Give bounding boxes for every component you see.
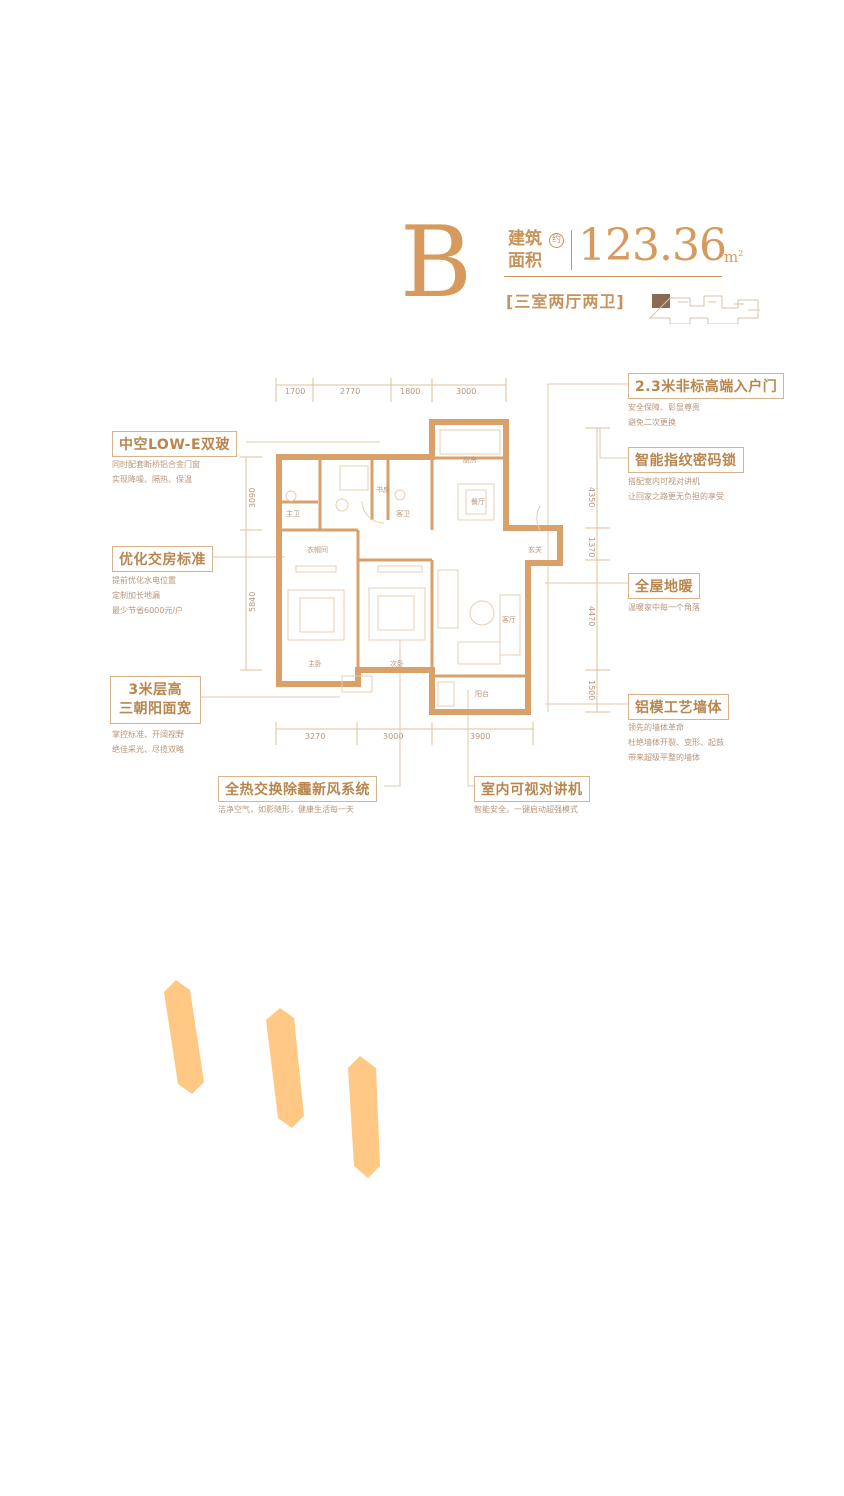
callout-leader-lines xyxy=(200,383,628,787)
area-unit-sup: 2 xyxy=(738,249,744,258)
dim-right-1: 4350 xyxy=(587,487,596,507)
room-dining: 餐厅 xyxy=(471,497,485,506)
furniture xyxy=(285,429,541,707)
room-guest-bath: 客卫 xyxy=(396,509,410,518)
desc-line: 搭配室内可视对讲机 xyxy=(628,477,700,486)
callout-entry-door: 2.3米非标高端入户门 xyxy=(628,373,785,399)
area-value: 123.36 xyxy=(578,220,727,271)
callout-ceiling-height-desc: 掌控标准、开阔视野 绝佳采光、尽揽双略 xyxy=(112,727,184,757)
dim-right-3: 4470 xyxy=(587,606,596,626)
callout-fresh-air-system-desc: 洁净空气，如影随形，健康生活每一天 xyxy=(218,802,354,817)
callout-floor-heating: 全屋地暖 xyxy=(628,573,700,599)
callout-low-e-glass: 中空LOW-E双玻 xyxy=(112,431,238,457)
area-label: 建筑 面积 xyxy=(508,228,542,272)
desc-line: 最少节省6000元/户 xyxy=(112,606,184,615)
room-closet: 衣帽间 xyxy=(307,545,328,554)
callout-optimize-standard: 优化交房标准 xyxy=(112,546,213,572)
dimension-lines xyxy=(240,378,610,745)
dimension-labels: 1700 2770 1800 3000 3270 3000 3900 3090 … xyxy=(248,387,596,741)
desc-line: 实现降噪、隔热、保温 xyxy=(112,475,192,484)
callout-video-intercom-desc: 智能安全，一键启动超强模式 xyxy=(474,802,578,817)
desc-line: 智能安全，一键启动超强模式 xyxy=(474,805,578,814)
dim-top-2: 2770 xyxy=(340,387,360,396)
room-kitchen: 厨房 xyxy=(463,455,477,464)
desc-line: 领先的墙体革命 xyxy=(628,723,684,732)
area-approx-badge: 约 xyxy=(549,233,564,248)
layout-type: [三室两厅两卫] xyxy=(506,292,625,311)
callout-low-e-glass-desc: 同时配套断桥铝合金门窗 实现降噪、隔热、保温 xyxy=(112,457,200,487)
desc-line: 安全保障、彰显尊贵 xyxy=(628,403,700,412)
room-labels: 主卫 书房 客卫 厨房 餐厅 衣帽间 玄关 主卧 次卧 客厅 阳台 xyxy=(286,455,542,698)
decor-petal-2 xyxy=(266,1008,304,1128)
dim-top-1: 1700 xyxy=(285,387,305,396)
desc-line: 绝佳采光、尽揽双略 xyxy=(112,745,184,754)
dim-top-3: 1800 xyxy=(400,387,420,396)
callout-optimize-standard-desc: 提前优化水电位置 定制加长地漏 最少节省6000元/户 xyxy=(112,573,183,618)
dim-right-4: 1500 xyxy=(587,680,596,700)
dim-bottom-3: 3900 xyxy=(470,732,490,741)
callout-floor-heating-desc: 温暖家中每一个角落 xyxy=(628,600,700,615)
area-unit: m2 xyxy=(724,248,743,266)
dim-left-2: 5840 xyxy=(248,592,257,612)
callout-entry-door-desc: 安全保障、彰显尊贵 避免二次更换 xyxy=(628,400,700,430)
decor-petal-3 xyxy=(348,1056,380,1178)
desc-line: 杜绝墙体开裂、变形、起鼓 xyxy=(628,738,724,747)
room-master-bedroom: 主卧 xyxy=(308,659,322,668)
callout-aluminum-wall-desc: 领先的墙体革命 杜绝墙体开裂、变形、起鼓 带来超级平整的墙体 xyxy=(628,720,724,765)
callout-aluminum-wall: 铝模工艺墙体 xyxy=(628,694,729,720)
decor-petal-1 xyxy=(164,980,204,1094)
desc-line: 让回家之路更无负担的享受 xyxy=(628,492,724,501)
key-plan-thumbnail xyxy=(648,294,760,324)
plan-letter: B xyxy=(400,206,473,320)
dim-left-1: 3090 xyxy=(248,488,257,508)
room-study: 书房 xyxy=(376,485,390,494)
key-plan-outline xyxy=(648,295,760,324)
callout-fingerprint-lock: 智能指纹密码锁 xyxy=(628,447,744,473)
desc-line: 提前优化水电位置 xyxy=(112,576,176,585)
room-master-bath: 主卫 xyxy=(286,509,300,518)
desc-line: 同时配套断桥铝合金门窗 xyxy=(112,460,200,469)
callout-fingerprint-lock-desc: 搭配室内可视对讲机 让回家之路更无负担的享受 xyxy=(628,474,724,504)
desc-line: 定制加长地漏 xyxy=(112,591,160,600)
room-balcony: 阳台 xyxy=(475,689,489,698)
key-plan-highlight xyxy=(652,294,670,308)
desc-line: 掌控标准、开阔视野 xyxy=(112,730,184,739)
desc-line: 避免二次更换 xyxy=(628,418,676,427)
title-rule xyxy=(504,276,722,277)
floor-plan: 1700 2770 1800 3000 3270 3000 3900 3090 … xyxy=(200,378,628,787)
area-unit-base: m xyxy=(724,248,739,266)
area-label-line2: 面积 xyxy=(508,251,542,271)
callout-ceiling-height-line2: 三朝阳面宽 xyxy=(119,701,192,717)
callout-video-intercom: 室内可视对讲机 xyxy=(474,776,590,802)
area-divider xyxy=(571,230,572,270)
room-living-room: 客厅 xyxy=(502,615,516,624)
callout-fresh-air-system: 全热交换除霾新风系统 xyxy=(218,776,377,802)
desc-line: 带来超级平整的墙体 xyxy=(628,753,700,762)
dim-right-2: 1370 xyxy=(587,537,596,557)
callout-ceiling-height: 3米层高 三朝阳面宽 xyxy=(110,676,201,724)
dim-bottom-2: 3000 xyxy=(383,732,403,741)
desc-line: 温暖家中每一个角落 xyxy=(628,603,700,612)
dim-bottom-1: 3270 xyxy=(305,732,325,741)
room-second-bedroom: 次卧 xyxy=(390,659,404,668)
area-label-line1: 建筑 xyxy=(508,229,542,249)
callout-ceiling-height-line1: 3米层高 xyxy=(128,682,183,698)
desc-line: 洁净空气，如影随形，健康生活每一天 xyxy=(218,805,354,814)
dim-top-4: 3000 xyxy=(456,387,476,396)
interior-walls xyxy=(279,456,528,684)
room-entrance: 玄关 xyxy=(528,545,542,554)
